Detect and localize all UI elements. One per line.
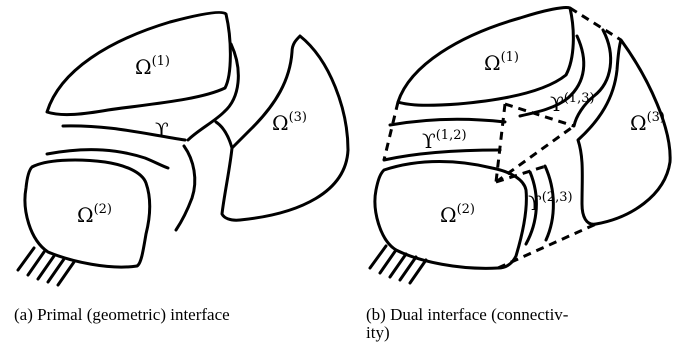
- interface-lower-curve-a: [45, 148, 170, 170]
- iface23-label-b: ϒ(2,3): [528, 190, 573, 215]
- iface13-right-b: [572, 28, 613, 128]
- omega3-boundary-b: [576, 38, 672, 226]
- iface13-label-b: ϒ(1,3): [550, 91, 595, 116]
- iface23-left-b: [524, 170, 538, 246]
- interface-upper-curve-a: [61, 124, 187, 142]
- omega3-label-b: Ω(3): [630, 110, 665, 135]
- omega1-label-a: Ω(1): [135, 54, 170, 79]
- support-hatch-b: [368, 244, 428, 285]
- omega2-label-a: Ω(2): [77, 202, 112, 227]
- caption-b-line1: (b) Dual interface (connectiv-: [366, 305, 569, 324]
- panel-a: Ω(1) ϒ Ω(2) Ω(3) (a) Primal (geometric) …: [14, 10, 350, 324]
- panel-b: Ω(1) ϒ(1,3) ϒ(1,2) Ω(3) Ω(2) ϒ(2,3) (b) …: [366, 6, 672, 342]
- iface12-upper-b: [388, 117, 507, 127]
- caption-b-line2: ity): [366, 323, 390, 342]
- omega2-boundary-b: [373, 160, 528, 270]
- iface12-lower-b: [382, 148, 502, 162]
- omega2-label-b: Ω(2): [440, 202, 475, 227]
- omega1-label-b: Ω(1): [484, 50, 519, 75]
- iface12-label-b: ϒ(1,2): [422, 128, 467, 153]
- interface-right-curve-a: [186, 42, 240, 142]
- interface-label-a: ϒ: [155, 118, 169, 142]
- iface13-left-b: [518, 34, 586, 118]
- omega2-boundary-a: [23, 158, 152, 269]
- support-hatch-a: [16, 246, 76, 287]
- omega1-boundary-b: [396, 6, 575, 107]
- interface-right-lower-a: [174, 144, 197, 232]
- omega3-boundary-a: [220, 34, 350, 222]
- omega1-boundary-a: [45, 10, 232, 117]
- omega3-label-a: Ω(3): [272, 110, 307, 135]
- caption-a: (a) Primal (geometric) interface: [14, 305, 230, 324]
- omega3-inner-notch-a: [214, 120, 234, 150]
- dual-connectivity-lines: [382, 6, 622, 270]
- iface23-right-b: [543, 164, 555, 242]
